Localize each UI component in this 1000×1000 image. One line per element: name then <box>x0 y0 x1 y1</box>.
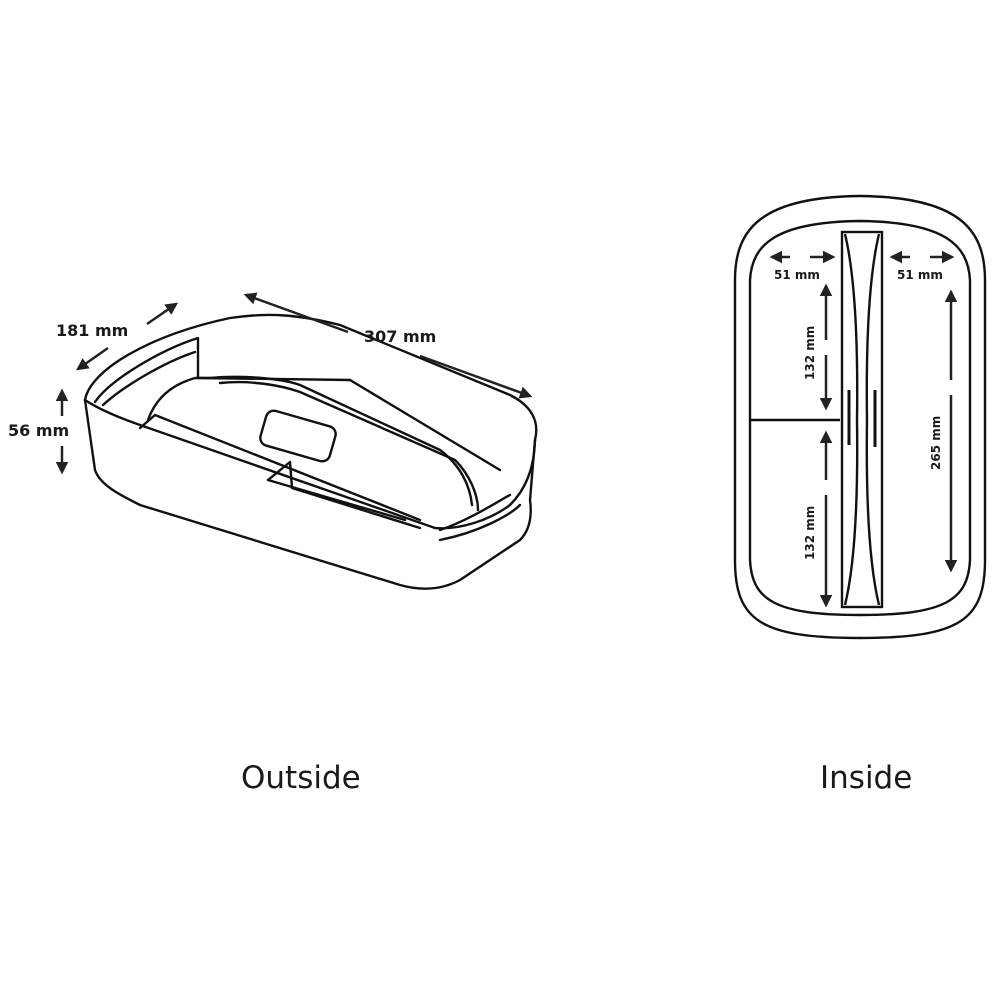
left-width-label: 51 mm <box>774 268 820 282</box>
inside-dimension-arrows <box>769 250 958 608</box>
outer-rim <box>733 194 987 640</box>
tray-outline <box>83 313 538 590</box>
depth-arrow-down <box>75 346 109 371</box>
left-upper-length-label: 132 mm <box>803 326 817 380</box>
outside-caption: Outside <box>241 760 361 796</box>
depth-label: 181 mm <box>56 321 128 340</box>
center-divider <box>840 230 884 609</box>
height-label: 56 mm <box>8 421 69 440</box>
outside-dimension-arrows <box>55 292 533 475</box>
depth-arrow-up <box>146 302 179 326</box>
inside-caption: Inside <box>820 760 913 796</box>
length-arrow-left <box>243 292 349 334</box>
inner-rim <box>748 219 972 617</box>
right-width-label: 51 mm <box>897 268 943 282</box>
inside-view <box>733 194 987 640</box>
length-arrow-right <box>419 354 533 399</box>
right-length-label: 265 mm <box>929 416 943 470</box>
left-lower-length-label: 132 mm <box>803 506 817 560</box>
length-label: 307 mm <box>364 327 436 346</box>
